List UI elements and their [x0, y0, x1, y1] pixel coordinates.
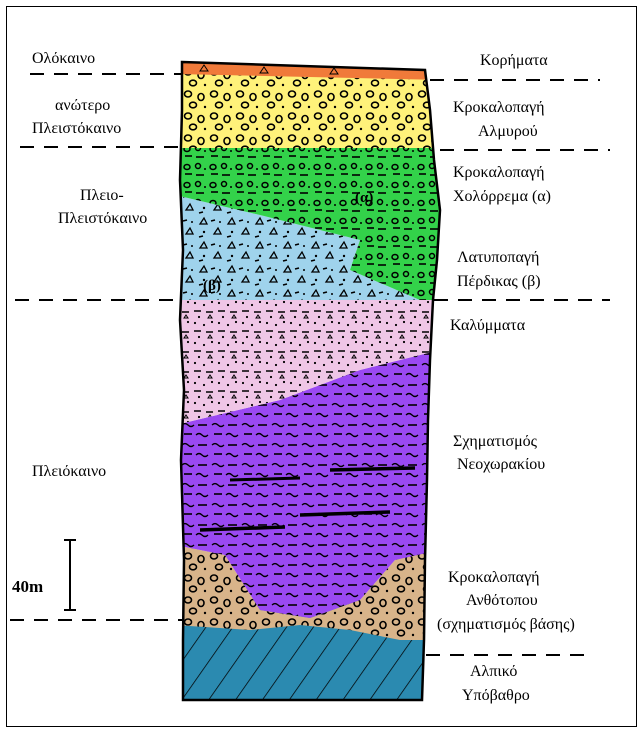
age-plio-pleistocene-2: Πλειστόκαινο — [58, 210, 147, 227]
age-upper-pleistocene-1: ανώτερο — [55, 97, 110, 114]
unit-kalymmata: Καλύμματα — [450, 317, 526, 334]
age-pliocene: Πλειόκαινο — [32, 463, 106, 480]
age-upper-pleistocene-2: Πλειστόκαινο — [32, 120, 121, 137]
unit-alpine-1: Αλπικό — [470, 663, 517, 680]
unit-anthotopou-1: Κροκαλοπαγή — [448, 569, 540, 586]
column-layers — [175, 56, 445, 710]
unit-cholorrema-1: Κροκαλοπαγή — [453, 164, 545, 181]
age-holocene: Ολόκαινο — [32, 50, 95, 67]
unit-labels: Κορήματα Κροκαλοπαγή Αλμυρού Κροκαλοπαγή… — [437, 52, 575, 704]
unit-cholorrema-2: Χολόρρεμα (α) — [453, 188, 551, 205]
scale-label: 40m — [12, 577, 43, 596]
unit-perdikas-1: Λατυποπαγή — [457, 249, 539, 266]
unit-neochorakiou-2: Νεοχωρακίου — [457, 456, 545, 473]
age-plio-pleistocene-1: Πλειο- — [80, 187, 124, 204]
unit-almyrou-2: Αλμυρού — [478, 123, 538, 140]
marker-beta: (β) — [203, 278, 221, 294]
age-labels: Ολόκαινο ανώτερο Πλειστόκαινο Πλειο- Πλε… — [32, 50, 147, 480]
layer-almyrou-pattern — [175, 74, 445, 148]
unit-scree: Κορήματα — [480, 52, 548, 69]
unit-almyrou-1: Κροκαλοπαγή — [453, 99, 545, 116]
unit-anthotopou-3: (σχηματισμός βάσης) — [437, 616, 575, 633]
unit-perdikas-2: Πέρδικας (β) — [457, 273, 541, 290]
scale-bar — [64, 540, 76, 610]
unit-anthotopou-2: Ανθότοπου — [466, 592, 538, 609]
unit-neochorakiou-1: Σχηματισμός — [453, 433, 538, 450]
unit-alpine-2: Υπόβαθρο — [462, 687, 530, 704]
marker-alpha: (α) — [355, 190, 373, 206]
